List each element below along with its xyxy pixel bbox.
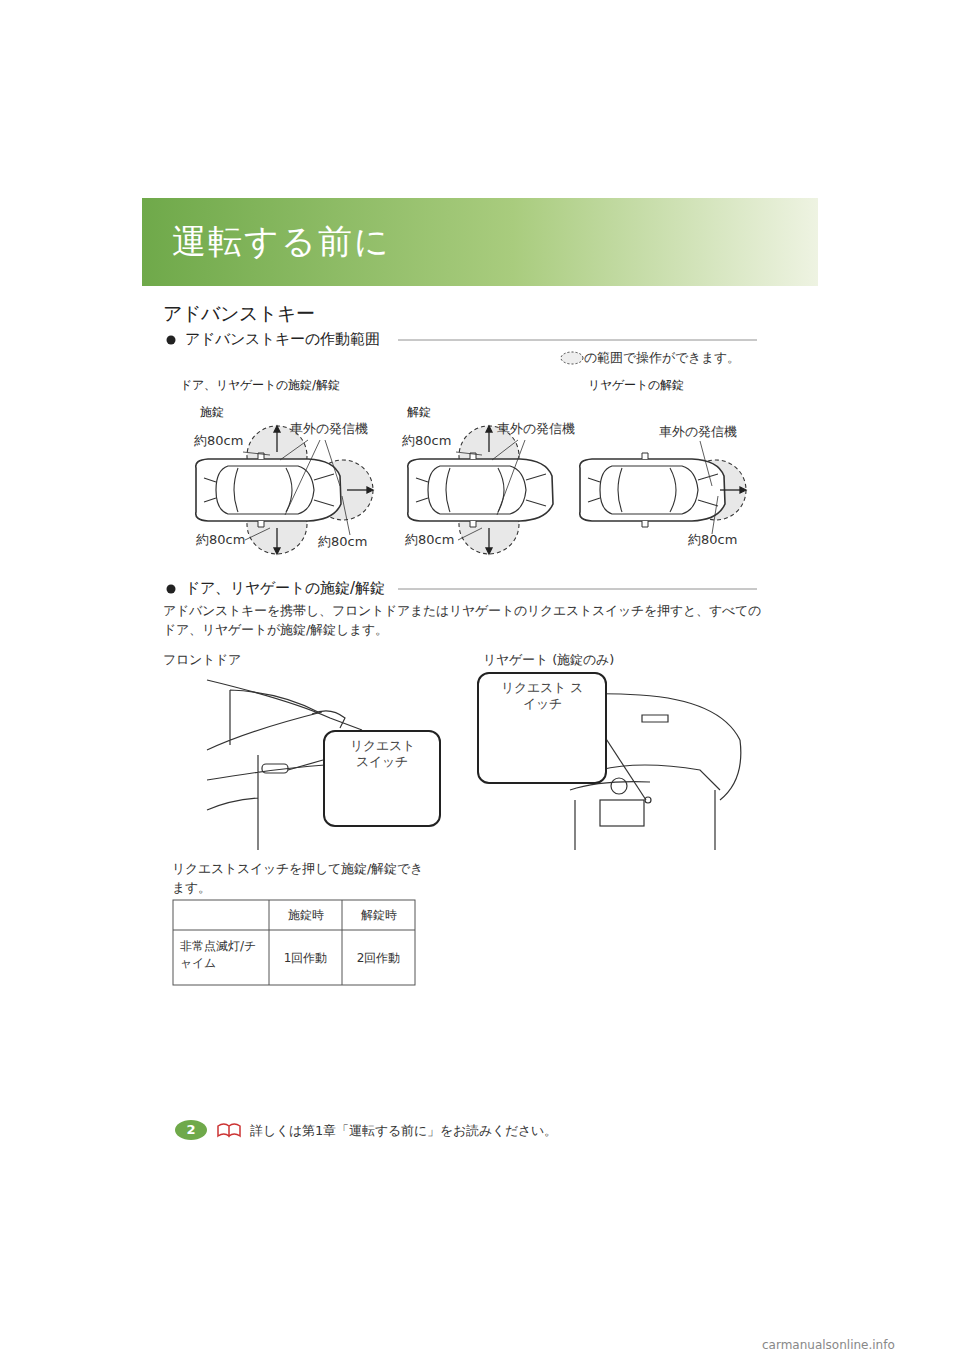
bullet-heading: ドア、リヤゲートの施錠/解錠 bbox=[185, 579, 391, 598]
part-label: 車外の発信機 bbox=[497, 421, 575, 437]
node-text: リクエスト スイッチ bbox=[479, 680, 605, 711]
sub-heading: 解錠 bbox=[407, 405, 431, 420]
table-cell: 解錠時 bbox=[342, 907, 415, 924]
sub-heading: 施錠 bbox=[200, 405, 224, 420]
dimension: 約80cm bbox=[688, 532, 737, 548]
watermark: carmanualsonline.info bbox=[762, 1338, 895, 1353]
note: 詳しくは第1章「運転する前に」をお読みください。 bbox=[250, 1123, 557, 1139]
table-cell: 2回作動 bbox=[342, 950, 415, 967]
paragraph: アドバンストキーを携帯し、フロントドアまたはリヤゲートのリクエストスイッチを押す… bbox=[163, 602, 763, 640]
callout-inset: リクエスト スイッチ bbox=[477, 672, 607, 784]
part-label: 車外の発信機 bbox=[290, 421, 368, 437]
dimension: 約80cm bbox=[402, 433, 451, 449]
note: リクエストスイッチを押して施錠/解錠できます。 bbox=[172, 860, 427, 898]
page-number: 2 bbox=[175, 1120, 207, 1140]
table-cell: 1回作動 bbox=[269, 950, 342, 967]
node-text: 運転する前に bbox=[172, 220, 391, 263]
caption: フロントドア bbox=[163, 652, 241, 668]
note: の範囲で操作ができます。 bbox=[584, 350, 740, 366]
section-heading: アドバンストキー bbox=[163, 302, 315, 326]
dimension: 約80cm bbox=[405, 532, 454, 548]
sub-heading: リヤゲートの解錠 bbox=[588, 378, 684, 393]
dimension: 約80cm bbox=[318, 534, 367, 550]
sub-heading: ドア、リヤゲートの施錠/解錠 bbox=[180, 378, 340, 393]
bullet-heading: アドバンストキーの作動範囲 bbox=[185, 330, 386, 349]
table-cell: 施錠時 bbox=[269, 907, 342, 924]
table-cell: 非常点滅灯/チャイム bbox=[180, 938, 266, 973]
node-text: リクエスト スイッチ bbox=[325, 738, 439, 769]
part-label: 車外の発信機 bbox=[659, 424, 737, 440]
dimension: 約80cm bbox=[194, 433, 243, 449]
dimension: 約80cm bbox=[196, 532, 245, 548]
chapter-band: 運転する前に bbox=[142, 198, 818, 286]
caption: リヤゲート (施錠のみ) bbox=[483, 652, 614, 668]
callout-inset: リクエスト スイッチ bbox=[323, 730, 441, 827]
node-text: 2 bbox=[175, 1120, 207, 1140]
